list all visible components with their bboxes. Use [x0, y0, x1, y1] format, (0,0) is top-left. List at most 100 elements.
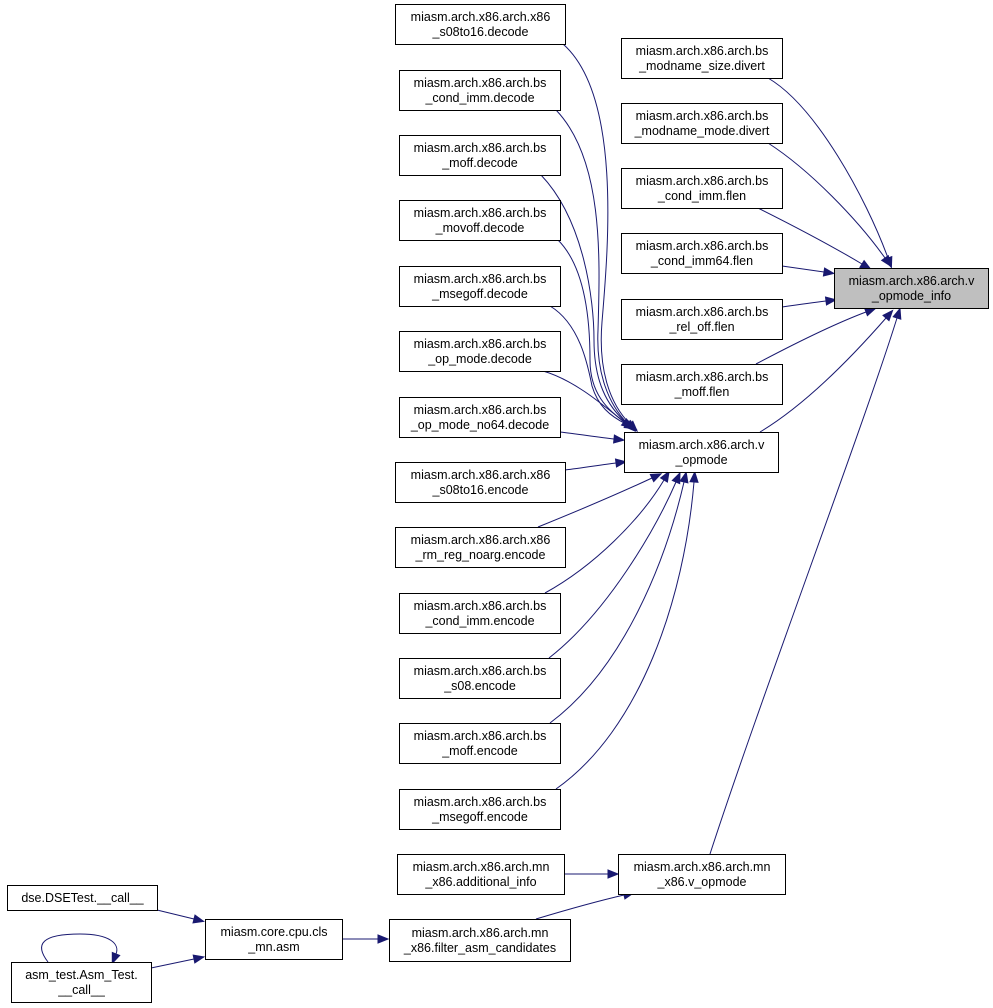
node-label-line: _s08.encode [443, 679, 516, 693]
edge-bs-modname-size-divert-to-v-opmode-info [767, 77, 893, 269]
node-box [621, 299, 783, 340]
edge-mn-x86-filter-asm-candidates-to-mn-x86-v-opmode [535, 890, 636, 920]
arrow-head [111, 951, 121, 965]
arrow-head [649, 473, 663, 483]
node-label-line: _mn.asm [247, 940, 299, 954]
node-bs-msegoff-decode[interactable]: miasm.arch.x86.arch.bs_msegoff.decode [399, 266, 561, 307]
arrow-head [882, 309, 894, 322]
node-box [399, 723, 561, 764]
node-bs-op-mode-no64-decode[interactable]: miasm.arch.x86.arch.bs_op_mode_no64.deco… [399, 397, 561, 438]
node-bs-modname-size-divert[interactable]: miasm.arch.x86.arch.bs_modname_size.dive… [621, 38, 783, 79]
node-dse-test-call[interactable]: dse.DSETest.__call__ [7, 885, 158, 911]
node-bs-s08-encode[interactable]: miasm.arch.x86.arch.bs_s08.encode [399, 658, 561, 699]
node-label-line: _op_mode_no64.decode [410, 418, 549, 432]
node-bs-cond-imm-flen[interactable]: miasm.arch.x86.arch.bs_cond_imm.flen [621, 168, 783, 209]
arrow-head [822, 267, 836, 277]
edge-line [555, 109, 629, 425]
node-box [399, 658, 561, 699]
node-box [399, 266, 561, 307]
node-label-line: miasm.core.cpu.cls [221, 925, 328, 939]
node-label-line: miasm.arch.x86.arch.bs [414, 76, 547, 90]
edge-line [156, 909, 195, 920]
node-label-line: _x86.additional_info [424, 875, 536, 889]
node-v-opmode[interactable]: miasm.arch.x86.arch.v_opmode [624, 432, 779, 473]
node-mn-x86-additional-info[interactable]: miasm.arch.x86.arch.mn_x86.additional_in… [397, 854, 565, 895]
node-box [399, 331, 561, 372]
node-label-line: miasm.arch.x86.arch.x86 [411, 10, 551, 24]
node-mn-x86-filter-asm-candidates[interactable]: miasm.arch.x86.arch.mn_x86.filter_asm_ca… [389, 919, 571, 962]
node-x86-rm-reg-noarg-encode[interactable]: miasm.arch.x86.arch.x86_rm_reg_noarg.enc… [395, 527, 566, 568]
arrow-head [192, 954, 206, 964]
node-asm-test-call[interactable]: asm_test.Asm_Test.__call__ [11, 962, 152, 1003]
node-label-line: _modname_mode.divert [634, 124, 770, 138]
edge-line [757, 207, 863, 265]
node-x86-s08to16-encode[interactable]: miasm.arch.x86.arch.x86_s08to16.encode [395, 462, 566, 503]
node-label-line: _x86.filter_asm_candidates [403, 941, 556, 955]
node-bs-moff-encode[interactable]: miasm.arch.x86.arch.bs_moff.encode [399, 723, 561, 764]
node-label-line: miasm.arch.x86.arch.x86 [411, 468, 551, 482]
arrow-head [892, 307, 902, 320]
node-bs-cond-imm64-flen[interactable]: miasm.arch.x86.arch.bs_cond_imm64.flen [621, 233, 783, 274]
edge-line [537, 477, 653, 528]
node-label-line: _msegoff.decode [431, 287, 528, 301]
node-bs-msegoff-encode[interactable]: miasm.arch.x86.arch.bs_msegoff.encode [399, 789, 561, 830]
node-label-line: miasm.arch.x86.arch.bs [636, 109, 769, 123]
edge-line [150, 958, 195, 969]
node-box [621, 38, 783, 79]
edge-cls-mn-asm-to-mn-x86-filter-asm-candidates [342, 934, 390, 944]
node-bs-op-mode-decode[interactable]: miasm.arch.x86.arch.bs_op_mode.decode [399, 331, 561, 372]
edge-asm-test-call-to-cls-mn-asm [150, 954, 206, 969]
edge-bs-cond-imm64-flen-to-v-opmode-info [781, 265, 836, 277]
node-label-line: _op_mode.decode [427, 352, 532, 366]
node-x86-s08to16-decode[interactable]: miasm.arch.x86.arch.x86_s08to16.decode [395, 4, 566, 45]
edge-mn-x86-additional-info-to-mn-x86-v-opmode [564, 869, 620, 879]
node-box [399, 789, 561, 830]
node-label-line: miasm.arch.x86.arch.bs [636, 44, 769, 58]
node-box [621, 168, 783, 209]
node-box [395, 527, 566, 568]
node-label-line: miasm.arch.x86.arch.mn [634, 860, 771, 874]
node-label-line: _moff.encode [441, 744, 518, 758]
node-mn-x86-v-opmode[interactable]: miasm.arch.x86.arch.mn_x86.v_opmode [618, 854, 786, 895]
node-bs-cond-imm-encode[interactable]: miasm.arch.x86.arch.bs_cond_imm.encode [399, 593, 561, 634]
node-label-line: _opmode [674, 453, 727, 467]
node-label-line: _msegoff.encode [431, 810, 528, 824]
node-box [399, 593, 561, 634]
edge-bs-op-mode-decode-to-v-opmode [542, 370, 633, 430]
node-cls-mn-asm[interactable]: miasm.core.cpu.cls_mn.asm [205, 919, 343, 960]
edge-asm-test-call-to-asm-test-call [41, 933, 121, 965]
arrow-head [607, 869, 620, 879]
node-box [399, 135, 561, 176]
edge-bs-msegoff-encode-to-v-opmode [555, 470, 699, 790]
node-label-line: _s08to16.decode [432, 25, 529, 39]
edge-mn-x86-v-opmode-to-v-opmode-info [709, 307, 902, 855]
node-bs-rel-off-flen[interactable]: miasm.arch.x86.arch.bs_rel_off.flen [621, 299, 783, 340]
node-v-opmode-info[interactable]: miasm.arch.x86.arch.v_opmode_info [834, 268, 989, 309]
node-label-line: _modname_size.divert [638, 59, 765, 73]
edge-line [542, 370, 625, 423]
edge-layer [41, 43, 902, 969]
arrow-head [859, 259, 872, 270]
node-bs-moff-flen[interactable]: miasm.arch.x86.arch.bs_moff.flen [621, 364, 783, 405]
edge-bs-s08-encode-to-v-opmode [548, 471, 681, 659]
node-label-line: _cond_imm.encode [424, 614, 534, 628]
node-bs-cond-imm-decode[interactable]: miasm.arch.x86.arch.bs_cond_imm.decode [399, 70, 561, 111]
arrow-head [620, 418, 633, 430]
edge-line [544, 479, 665, 594]
arrow-head [824, 296, 838, 306]
node-label-line: _s08to16.encode [432, 483, 529, 497]
node-label-line: _moff.flen [674, 385, 730, 399]
node-bs-modname-mode-divert[interactable]: miasm.arch.x86.arch.bs_modname_mode.dive… [621, 103, 783, 144]
edge-line [555, 481, 695, 790]
edge-line [767, 142, 886, 259]
edge-bs-rel-off-flen-to-v-opmode-info [781, 296, 838, 308]
arrow-head [192, 914, 205, 924]
node-bs-moff-decode[interactable]: miasm.arch.x86.arch.bs_moff.decode [399, 135, 561, 176]
node-bs-movoff-decode[interactable]: miasm.arch.x86.arch.bs_movoff.decode [399, 200, 561, 241]
arrow-head [614, 458, 628, 468]
node-label-line: miasm.arch.x86.arch.bs [636, 239, 769, 253]
node-label-line: miasm.arch.x86.arch.bs [414, 141, 547, 155]
node-box [399, 200, 561, 241]
edge-line [781, 300, 827, 308]
